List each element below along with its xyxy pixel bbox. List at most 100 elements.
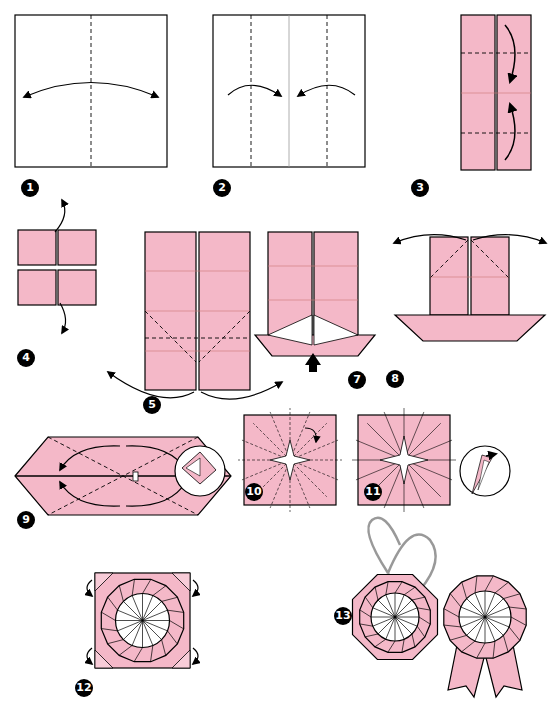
- rosette-ray: [475, 593, 485, 617]
- rosette-ring: [360, 582, 431, 653]
- petal-line: [170, 621, 184, 629]
- rosette-ray: [371, 617, 395, 618]
- rosette-ray: [485, 599, 503, 617]
- rosette-ring: [353, 575, 438, 660]
- rosette-center: [459, 591, 511, 643]
- rosette-ray: [143, 621, 162, 640]
- rosette-ray: [485, 617, 486, 643]
- petal-line: [412, 634, 415, 647]
- rosette-ray: [459, 617, 485, 618]
- petal-line: [132, 579, 134, 595]
- petal-line: [450, 594, 461, 608]
- petal-line: [509, 627, 520, 641]
- callout-number: 8: [386, 370, 404, 388]
- callout-number: 12: [75, 679, 93, 697]
- petal-line: [417, 608, 430, 610]
- petal-line: [167, 610, 183, 612]
- rosette-ray: [116, 620, 143, 621]
- petal-line: [503, 635, 508, 652]
- callout-number: 3: [411, 179, 429, 197]
- petal-line: [108, 597, 118, 610]
- petal-line: [375, 587, 378, 600]
- callout-number: 2: [213, 179, 231, 197]
- rosette-ray: [485, 607, 509, 617]
- petal-line: [395, 582, 402, 593]
- rosette-ray: [142, 621, 143, 648]
- callout-number: 13: [334, 607, 352, 625]
- petal-line: [495, 582, 509, 593]
- rosette-ray: [143, 621, 153, 646]
- rosette-ray: [395, 593, 396, 617]
- rosette: [444, 576, 526, 658]
- fold-line: [367, 423, 404, 460]
- fold-line: [253, 423, 290, 460]
- callout-number: 7: [348, 371, 366, 389]
- rosette-ring: [101, 579, 183, 661]
- rosette-ray: [143, 620, 170, 621]
- petal-line: [143, 579, 151, 593]
- petal-line: [134, 648, 142, 662]
- petal-line: [162, 640, 166, 656]
- rosette-ray: [132, 596, 142, 621]
- rosette-ray: [395, 600, 412, 617]
- petal-line: [167, 631, 177, 644]
- petal-line: [388, 641, 395, 652]
- callout-number: 9: [17, 511, 35, 529]
- petal-line: [462, 641, 476, 652]
- petal-line: [119, 585, 123, 601]
- rosette-ray: [142, 594, 143, 621]
- callout-number: 4: [17, 349, 35, 367]
- rosette-ring: [444, 576, 526, 658]
- rosette-ray: [395, 617, 412, 634]
- petal-line: [375, 639, 386, 647]
- petal-line: [511, 617, 526, 625]
- rosette-center: [371, 593, 419, 641]
- petal-line: [503, 594, 520, 599]
- rosette-ray: [378, 600, 395, 617]
- fold-line: [290, 460, 327, 497]
- petal-line: [101, 612, 115, 620]
- rosette-ray: [373, 617, 395, 626]
- callout-number: 5: [143, 396, 161, 414]
- rosette-ray: [386, 595, 395, 617]
- rosette-ray: [123, 621, 142, 640]
- petal-line: [153, 586, 166, 596]
- fold-line: [404, 460, 441, 497]
- petal-line: [444, 625, 461, 627]
- rosette-ray: [485, 617, 503, 635]
- petal-line: [450, 635, 467, 640]
- callout-number: 1: [21, 179, 39, 197]
- rosette-ray: [485, 617, 511, 618]
- petal-line: [162, 597, 178, 601]
- rosette: [101, 579, 183, 661]
- rosette: [360, 582, 431, 653]
- rosette-ray: [378, 617, 395, 634]
- medal: [353, 575, 438, 660]
- fold-line: [404, 423, 441, 460]
- petal-line: [402, 639, 404, 652]
- fold-line: [290, 423, 327, 460]
- rosette-ray: [395, 617, 396, 641]
- petal-line: [404, 587, 415, 595]
- petal-line: [444, 609, 459, 617]
- petal-line: [365, 634, 378, 637]
- petal-line: [485, 576, 493, 591]
- rosette-center: [116, 594, 170, 648]
- rosette-ray: [395, 617, 419, 618]
- rosette-ray: [467, 617, 485, 635]
- fold-lines: [352, 408, 456, 512]
- rosette-ray: [461, 617, 485, 627]
- petal-line: [462, 582, 467, 599]
- fold-lines: [238, 408, 342, 512]
- petal-line: [360, 610, 371, 617]
- petal-line: [509, 607, 526, 609]
- petal-line: [412, 597, 425, 600]
- petal-line: [101, 629, 117, 631]
- rosette-ray: [143, 610, 168, 620]
- rosette-ray: [395, 617, 404, 639]
- petal-line: [107, 640, 123, 644]
- rosette-ray: [143, 601, 162, 620]
- petal-line: [475, 576, 477, 593]
- petal-line: [493, 641, 495, 658]
